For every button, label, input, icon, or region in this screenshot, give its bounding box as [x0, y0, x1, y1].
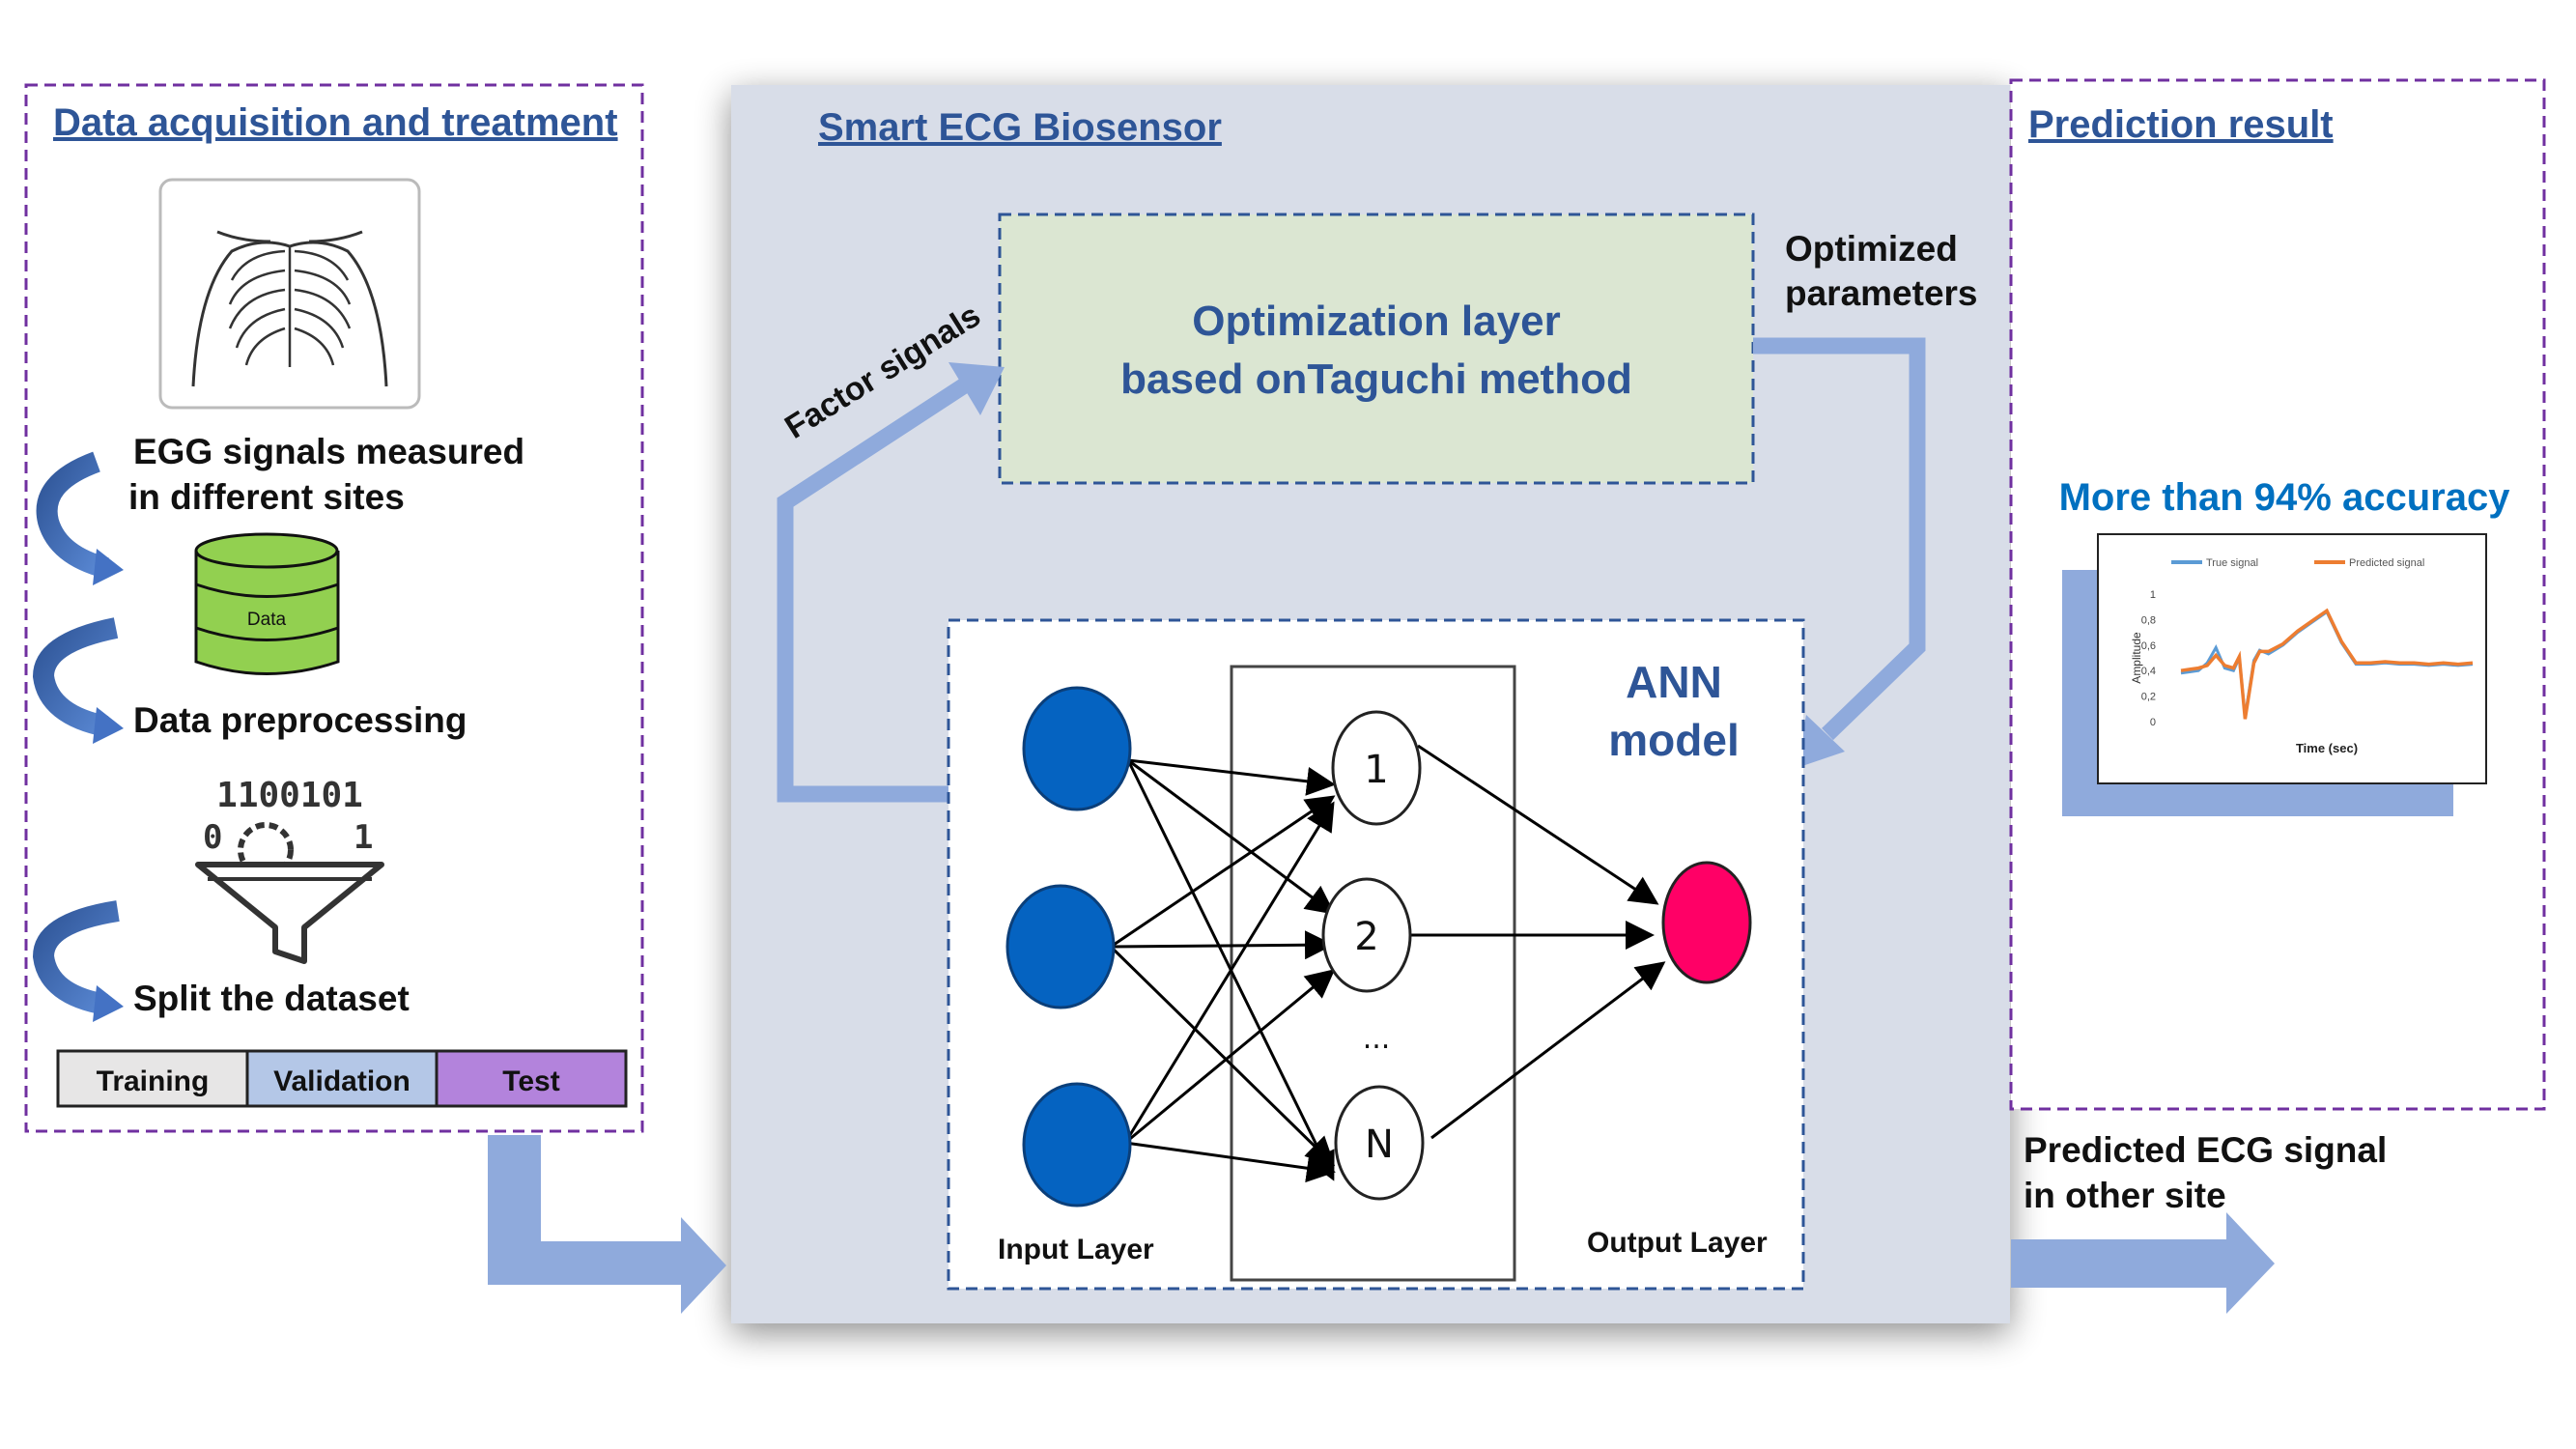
- input-node: [1022, 1082, 1132, 1208]
- binary-right: 1: [354, 818, 373, 857]
- chart-frame: [2097, 533, 2487, 784]
- ann-connections: [1109, 744, 1666, 1183]
- binary-left: 0: [203, 818, 222, 857]
- optimized-label-line2: parameters: [1785, 273, 1978, 313]
- hidden-ellipsis: ...: [1363, 1022, 1391, 1056]
- legend-label: True signal: [2206, 557, 2258, 569]
- optimized-label-line1: Optimized: [1785, 229, 1958, 269]
- y-axis-label: Amplitude: [2130, 632, 2143, 684]
- left-panel-title: Data acquisition and treatment: [53, 101, 618, 144]
- y-tick-label: 0,4: [2141, 666, 2156, 677]
- step1-line1: EGG signals measured: [133, 432, 524, 471]
- split-test-label: Test: [502, 1065, 559, 1097]
- hidden-node-1-label: 1: [1364, 748, 1388, 792]
- factor-signals-arrow: [777, 377, 971, 803]
- series-predicted-signal: [2180, 608, 2474, 720]
- flow-arrow-to-biosensor: [488, 1135, 726, 1314]
- accuracy-text: More than 94% accuracy: [2059, 476, 2511, 519]
- chest-xray-icon: [158, 178, 421, 410]
- optimization-line1: Optimization layer: [1192, 298, 1560, 345]
- output-node: [1661, 861, 1752, 984]
- right-panel-title: Prediction result: [2028, 103, 2334, 146]
- optimization-layer-box: [998, 213, 1755, 485]
- step2-label: Data preprocessing: [133, 700, 467, 740]
- left-panel: Data acquisition and treatment EGG signa…: [24, 83, 644, 1133]
- y-tick-label: 0: [2150, 717, 2156, 728]
- step1-line2: in different sites: [128, 477, 405, 517]
- input-layer-label: Input Layer: [998, 1234, 1154, 1265]
- step3-label: Split the dataset: [133, 979, 410, 1018]
- hidden-node-n-label: N: [1365, 1122, 1394, 1167]
- y-tick-label: 0,2: [2141, 692, 2156, 703]
- binary-top: 1100101: [216, 776, 363, 815]
- y-tick-label: 0,8: [2141, 614, 2156, 626]
- hidden-node-2: [1321, 877, 1412, 993]
- y-tick-label: 0,6: [2141, 640, 2156, 652]
- hidden-node-2-label: 2: [1354, 915, 1378, 959]
- curved-arrow-icon: [36, 451, 124, 585]
- split-training-label: Training: [97, 1065, 210, 1097]
- optimized-parameters-arrow: [1753, 337, 1926, 741]
- hidden-node-n: [1334, 1085, 1425, 1201]
- data-filter-funnel-icon: 1100101 0 1: [188, 770, 391, 964]
- ann-title-line2: model: [1608, 715, 1739, 765]
- x-axis-label: Time (sec): [2296, 741, 2358, 755]
- optimized-parameters-arrowhead: [1797, 715, 1845, 768]
- hidden-node-1: [1331, 710, 1422, 826]
- optimization-line2: based onTaguchi method: [1120, 355, 1632, 403]
- output-layer-label: Output Layer: [1587, 1227, 1768, 1259]
- database-icon: Data: [194, 532, 340, 675]
- predicted-label-line1: Predicted ECG signal: [2024, 1130, 2387, 1170]
- input-node: [1005, 884, 1116, 1009]
- split-test: [435, 1049, 628, 1108]
- ann-title-line1: ANN: [1626, 657, 1722, 707]
- database-label: Data: [247, 610, 287, 630]
- flow-arrow-to-output: [2011, 1212, 2275, 1314]
- dataset-split-bar: Training Validation Test: [56, 1049, 628, 1108]
- center-panel-title: Smart ECG Biosensor: [818, 106, 1222, 149]
- input-node: [1022, 686, 1132, 811]
- curved-arrow-icon: [32, 900, 124, 1022]
- split-validation-label: Validation: [273, 1065, 410, 1097]
- predicted-label-line2: in other site: [2024, 1176, 2226, 1215]
- factor-signals-arrowhead: [948, 362, 1005, 415]
- legend-label: Predicted signal: [2349, 557, 2424, 569]
- y-tick-label: 1: [2150, 589, 2156, 601]
- curved-arrow-icon: [32, 617, 124, 744]
